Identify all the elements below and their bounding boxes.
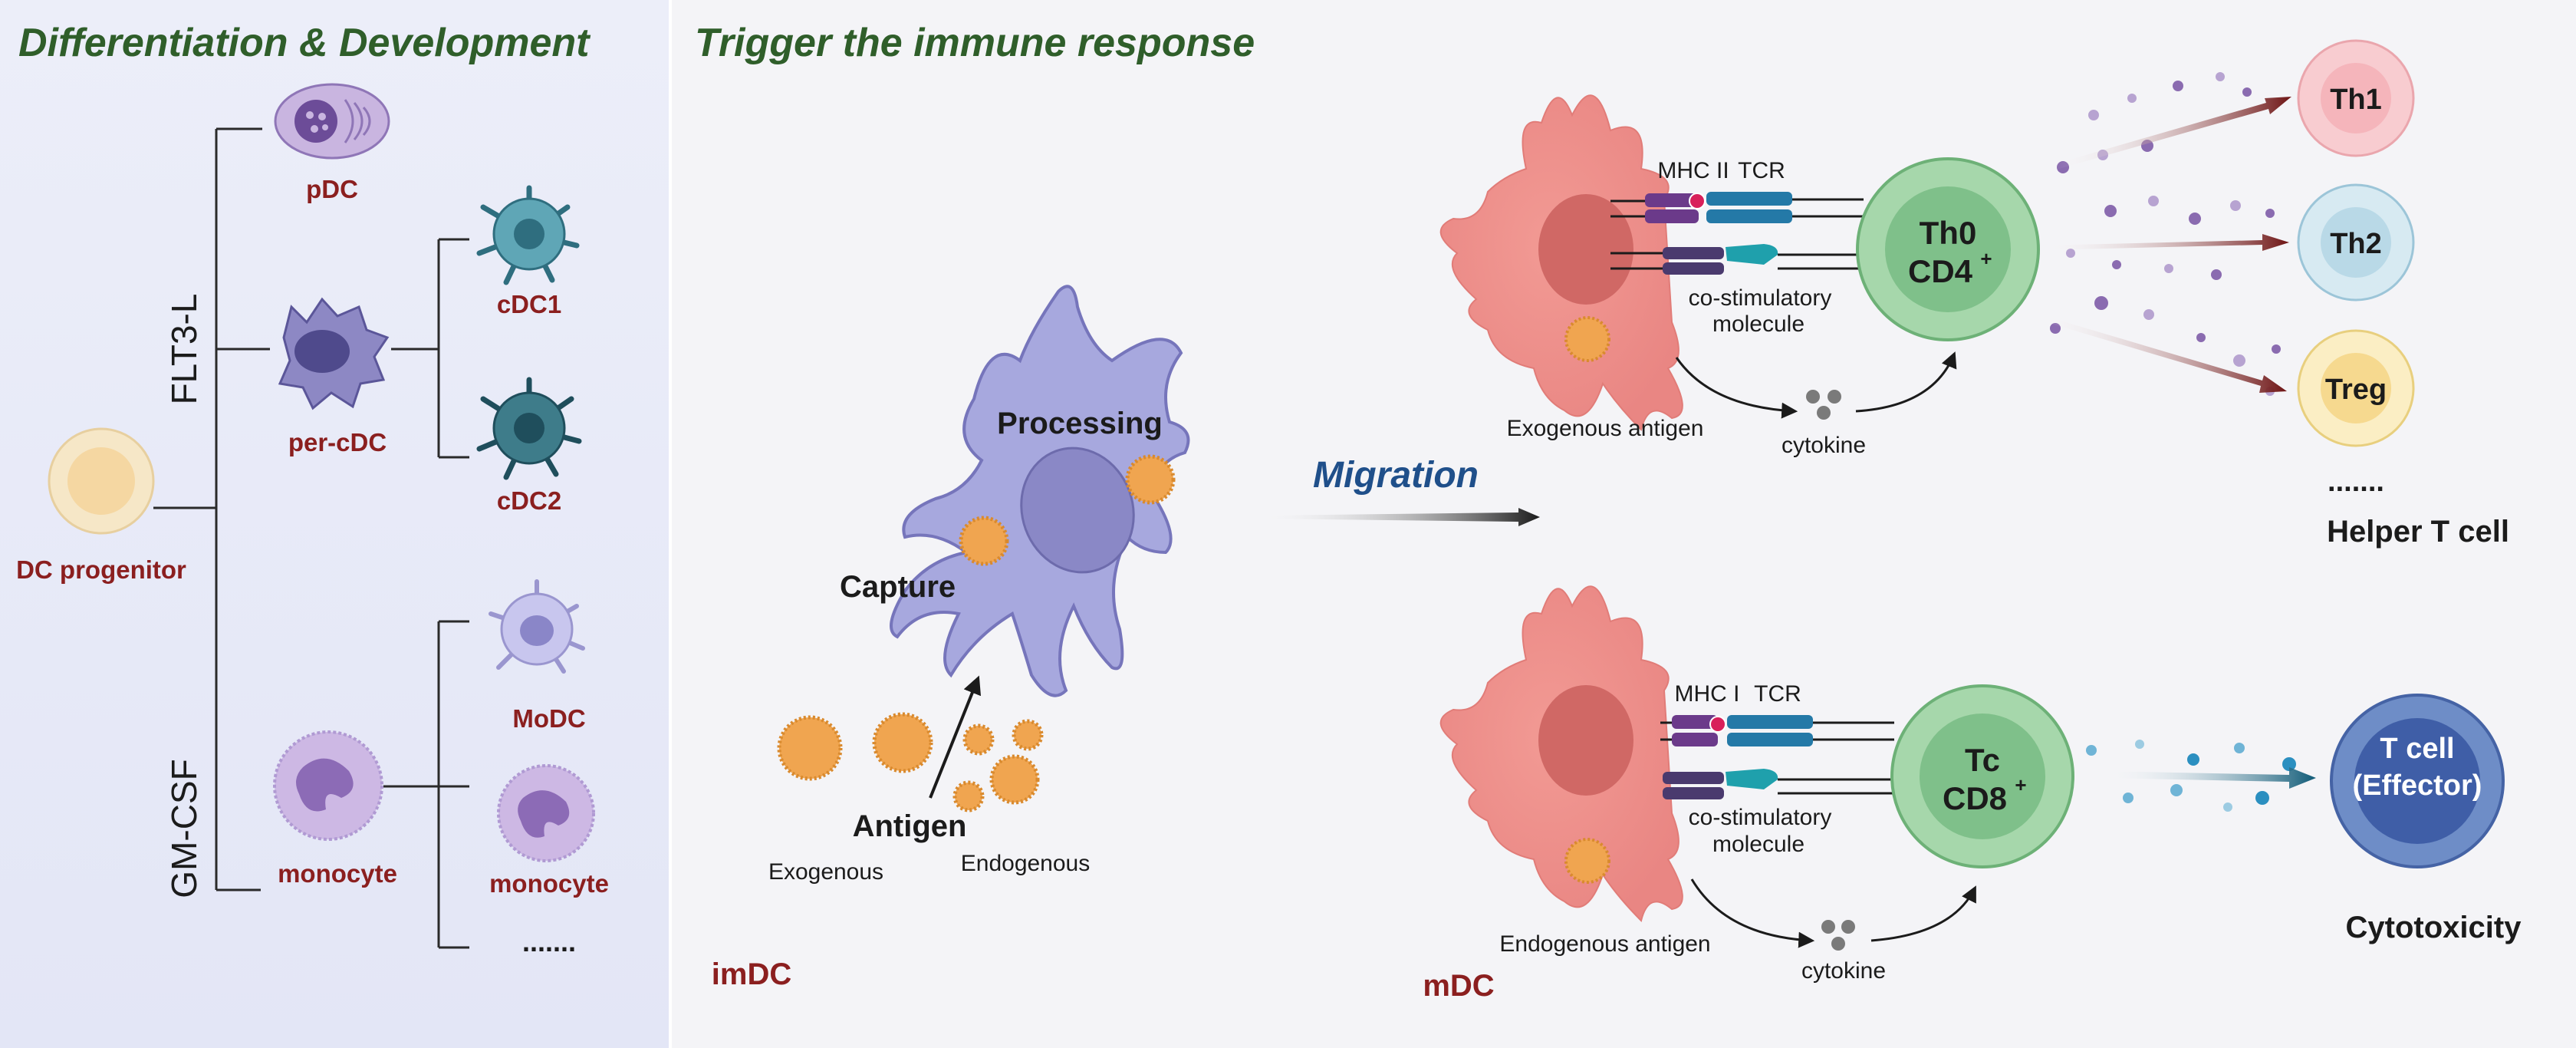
pdc-cell <box>274 83 390 160</box>
mdc-label: mDC <box>1423 969 1494 1003</box>
tcr-label-bottom: TCR <box>1754 681 1801 707</box>
cytokine-arrow-out-top <box>1855 351 1957 413</box>
antigen-particles <box>777 454 1176 812</box>
th0-cell <box>1856 157 2040 341</box>
dc-progenitor-label: DC progenitor <box>16 555 186 584</box>
mhc-ii-label: MHC II <box>1657 158 1729 183</box>
costim-complex-top <box>1610 244 1864 275</box>
cd4-superscript: + <box>1980 247 1992 270</box>
processing-label: Processing <box>997 407 1163 440</box>
th2-arrow <box>2040 234 2289 251</box>
dc-progenitor-cell <box>48 427 155 535</box>
monocyte-label-2: monocyte <box>489 869 609 898</box>
mhc-i-tcr-complex <box>1660 715 1894 746</box>
cytokine-arrow-in-top <box>1675 357 1798 419</box>
effector-arrow <box>2101 767 2316 789</box>
effector-label-2: (Effector) <box>2353 770 2482 802</box>
migration-arrow <box>1254 508 1540 526</box>
per-cdc-label: per-cDC <box>288 428 387 456</box>
effector-label-1: T cell <box>2380 733 2454 765</box>
effector-particles <box>2086 740 2296 812</box>
cd8-superscript: + <box>2015 773 2026 796</box>
cdc2-label: cDC2 <box>497 486 561 515</box>
costim-label-top-1: co-stimulatory <box>1689 285 1832 311</box>
tcr-label-top: TCR <box>1738 158 1785 183</box>
tc-label: Tc <box>1965 742 2000 778</box>
mhc-ii-tcr-complex <box>1610 192 1864 223</box>
exogenous-label: Exogenous <box>768 859 883 885</box>
costim-label-top-2: molecule <box>1712 311 1805 337</box>
monocyte-label-1: monocyte <box>278 859 397 888</box>
mhc-i-label: MHC I <box>1675 681 1740 707</box>
lineage-tree <box>153 127 469 949</box>
endogenous-label: Endogenous <box>961 851 1091 876</box>
monocyte-cell-2 <box>497 764 595 862</box>
cytotoxicity-label: Cytotoxicity <box>2346 911 2522 944</box>
cytokine-arrow-out-bottom <box>1870 885 1976 942</box>
capture-label: Capture <box>840 570 956 604</box>
imdc-cell <box>890 285 1190 697</box>
th1-arrow <box>2051 97 2291 170</box>
mature-dc-top <box>1439 94 1683 431</box>
migration-label: Migration <box>1313 455 1479 496</box>
modc-label: MoDC <box>512 704 585 733</box>
monocyte-cell-1 <box>273 730 383 841</box>
treg-arrow <box>2038 315 2287 393</box>
immune-response-title: Trigger the immune response <box>695 21 1255 65</box>
lineage-ellipsis: ....... <box>522 926 576 957</box>
capture-arrow <box>929 675 982 799</box>
imdc-label: imDC <box>712 957 791 991</box>
flt3l-label: FLT3-L <box>164 294 204 405</box>
treg-cell <box>2297 329 2415 447</box>
pdc-label: pDC <box>306 175 358 203</box>
cytokine-label-top: cytokine <box>1781 433 1866 458</box>
costim-complex-bottom <box>1663 769 1894 799</box>
costim-label-bottom-2: molecule <box>1712 832 1805 857</box>
th2-label: Th2 <box>2330 228 2382 260</box>
treg-label: Treg <box>2325 374 2387 406</box>
th1-cell <box>2297 39 2415 157</box>
helper-particles <box>2050 72 2281 396</box>
endogenous-antigen-label: Endogenous antigen <box>1499 931 1710 957</box>
cdc1-label: cDC1 <box>497 290 561 318</box>
cytokine-arrow-in-bottom <box>1690 878 1815 948</box>
cytokine-dots-top <box>1806 390 1841 420</box>
differentiation-title: Differentiation & Development <box>18 21 590 65</box>
exogenous-antigen-label: Exogenous antigen <box>1507 416 1704 441</box>
cytokine-label-bottom: cytokine <box>1801 958 1886 984</box>
gmcsf-label: GM-CSF <box>164 759 204 898</box>
th0-label: Th0 <box>1920 215 1977 251</box>
effector-t-cell <box>2330 694 2505 868</box>
helper-t-cell-label: Helper T cell <box>2327 515 2509 549</box>
cd8-label: CD8 <box>1943 780 2007 816</box>
th1-label: Th1 <box>2330 84 2382 116</box>
cytokine-dots-bottom <box>1821 920 1855 951</box>
mature-dc-bottom <box>1439 585 1683 922</box>
per-cdc-cell <box>278 297 390 410</box>
cd4-label: CD4 <box>1908 253 1973 289</box>
cdc2-cell <box>476 377 582 480</box>
cdc1-cell <box>476 185 580 285</box>
th2-cell <box>2297 183 2415 302</box>
modc-cell <box>489 579 585 674</box>
antigen-label: Antigen <box>853 809 967 843</box>
helper-ellipsis: ....... <box>2328 466 2384 498</box>
costim-label-bottom-1: co-stimulatory <box>1689 805 1832 830</box>
tc-cell <box>1890 684 2074 868</box>
